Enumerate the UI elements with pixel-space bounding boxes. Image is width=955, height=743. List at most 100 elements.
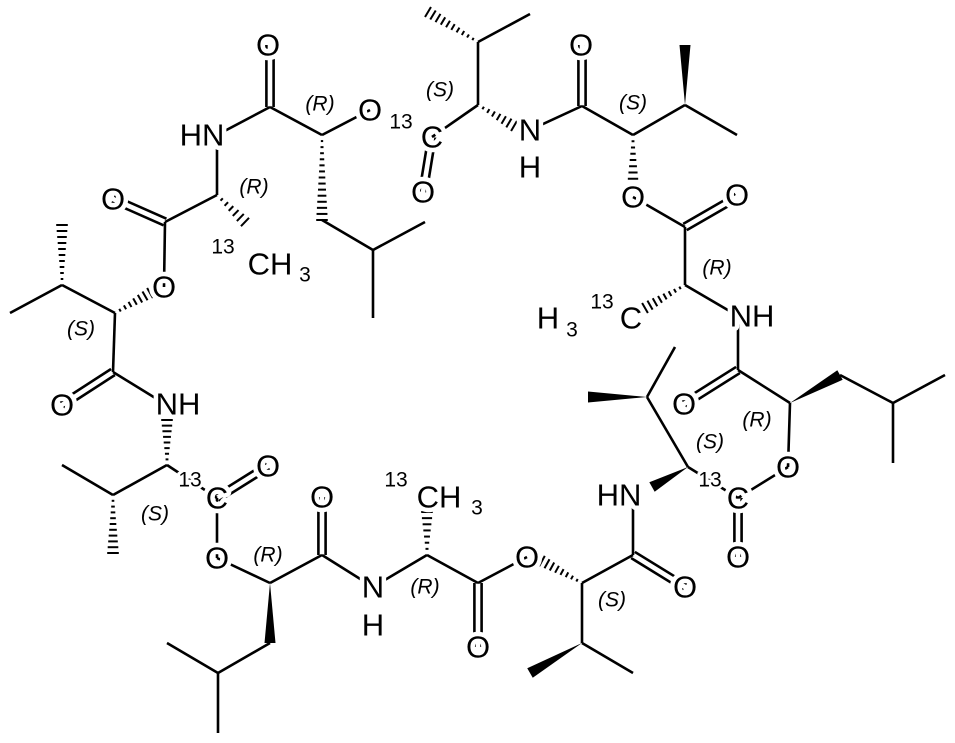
hash-line (434, 13, 442, 23)
hash-line (505, 118, 513, 128)
isotope-label: 13 (211, 236, 234, 259)
hash-line (445, 20, 451, 28)
hash-line (538, 555, 546, 567)
bond-line (63, 373, 116, 410)
atom-methyl-ch: CH (417, 480, 462, 515)
hash-bond (161, 419, 173, 461)
atom-h3: H (537, 301, 559, 336)
single-bond (269, 553, 323, 585)
single-bond (839, 373, 894, 405)
atom-oxygen: O (672, 387, 696, 422)
single-bond (112, 370, 166, 406)
single-bond (216, 105, 271, 137)
atom-oxygen: O (358, 93, 382, 128)
bond-line (682, 192, 736, 226)
double-bond (111, 194, 167, 227)
hash-line (240, 217, 250, 227)
single-bond (684, 103, 738, 137)
atom-hn: HN (597, 478, 642, 513)
isotope-label: 13 (590, 291, 613, 314)
wedge-bond (679, 45, 691, 105)
wedge-bond (527, 643, 582, 678)
atom-oxygen: O (673, 570, 697, 605)
wedge-bond (264, 583, 276, 643)
atom-oxygen: O (621, 180, 645, 215)
isotope-label: 13 (384, 469, 407, 492)
single-bond (529, 104, 583, 132)
hash-bond (424, 6, 475, 41)
bond-line (686, 198, 740, 232)
single-bond (321, 108, 371, 137)
single-bond (431, 103, 479, 139)
atom-nitrogen: N (362, 570, 384, 605)
single-bond (111, 312, 117, 373)
hash-line (232, 209, 240, 217)
double-bond (630, 550, 688, 592)
stereo-descriptor: (S) (67, 318, 95, 341)
atom-oxygen: O (50, 388, 74, 423)
atom-carbon-13: C (206, 481, 228, 516)
stereo-descriptor: (S) (696, 431, 724, 454)
stereo-descriptor: (S) (598, 589, 626, 612)
hash-line (673, 288, 677, 294)
bond-line (418, 136, 430, 192)
double-bond (317, 497, 327, 555)
hash-line (510, 120, 518, 132)
atom-oxygen: O (256, 28, 280, 63)
single-bond (9, 283, 63, 315)
hash-line (570, 575, 574, 580)
single-bond (61, 463, 114, 497)
hash-line (575, 578, 579, 582)
hash-line (491, 110, 496, 118)
single-bond (216, 556, 271, 585)
atom-oxygen: O (725, 178, 749, 213)
hash-line (146, 287, 154, 299)
isotope-label: 13 (698, 469, 721, 492)
hash-line (667, 290, 673, 297)
double-bond (265, 45, 275, 107)
atom-nh: NH (730, 299, 775, 334)
hash-bond (641, 286, 682, 314)
single-bond (786, 402, 792, 468)
atom-nh: NH (156, 387, 201, 422)
single-bond (61, 283, 116, 315)
bond-line (425, 137, 437, 193)
single-bond (477, 12, 531, 44)
stereo-descriptor: (R) (410, 576, 439, 599)
hash-line (227, 205, 235, 212)
hash-bond (118, 287, 154, 312)
single-bond (164, 193, 218, 224)
atom-hydrogen: H (362, 608, 384, 643)
hash-line (554, 565, 560, 574)
double-bond (473, 583, 483, 647)
single-bond (684, 283, 739, 318)
hash-line (486, 108, 491, 114)
hash-line (641, 302, 649, 314)
single-bond (737, 368, 791, 405)
atom-carbon-13: C (727, 481, 749, 516)
atom-oxygen: O (776, 450, 800, 485)
single-bond (426, 553, 479, 585)
atom-oxygen: O (101, 182, 125, 217)
bond-line (113, 194, 167, 220)
bond-line (634, 550, 688, 586)
hash-line (662, 293, 668, 300)
hash-line (495, 113, 502, 121)
hash-line (141, 290, 149, 301)
subscript-3: 3 (299, 264, 311, 287)
single-bond (687, 465, 739, 500)
hash-bond (481, 106, 518, 132)
atom-oxygen: O (569, 28, 593, 63)
bond-line (111, 201, 165, 227)
hash-bond (627, 140, 639, 186)
hash-line (678, 286, 682, 290)
subscript-3: 3 (471, 497, 483, 520)
wedge-bond (649, 467, 688, 492)
hash-bond (56, 224, 68, 280)
atom-carbon-13: C (421, 120, 443, 155)
wedge-bond (790, 370, 843, 403)
hash-line (424, 6, 432, 18)
hash-line (548, 562, 556, 571)
atom-oxygen: O (515, 540, 539, 575)
single-bond (217, 641, 271, 675)
